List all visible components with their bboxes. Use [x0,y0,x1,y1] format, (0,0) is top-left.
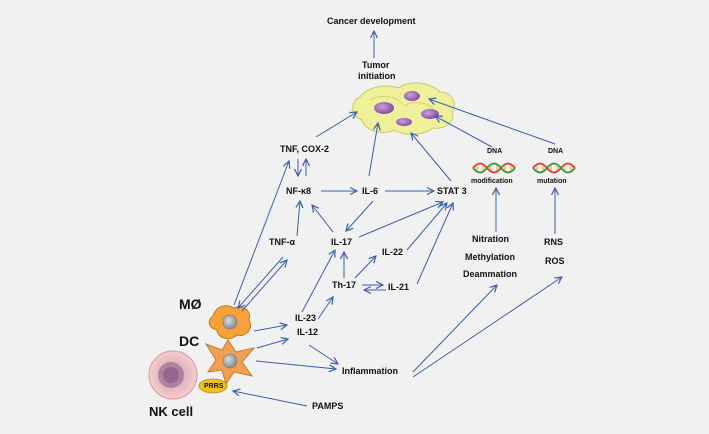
arrow-il23-to-il17 [301,250,335,313]
label-ros: ROS [545,256,565,266]
dna-helix-icon [532,162,576,174]
label-inflammation: Inflammation [342,366,399,376]
arrow-tnf-to-tumor [315,112,357,138]
arrow-stat3-to-tumor [411,133,452,182]
arrow-il17-to-stat3 [358,202,443,238]
label-pamps: PAMPS [312,401,344,411]
label-th17: Th-17 [332,280,357,290]
arrow-dnamut-to-tumor [429,99,556,145]
label-dna-left: DNA [487,148,503,155]
arrow-il21-to-stat3 [416,203,453,285]
arrow-macrophage-to-tnf [233,161,289,306]
label-il17: IL-17 [331,237,353,247]
label-nk-cell: NK cell [149,404,194,419]
arrow-inflammation-to-ros [412,277,562,378]
dendritic-cell-icon [204,339,256,386]
label-tumor: Tumor [362,60,390,70]
label-dna-right: DNA [548,148,564,155]
arrow-pamps-to-prrs [233,391,308,407]
arrow-dc-to-inflammation [255,360,336,369]
arrow-tnfa-to-macrophage [238,256,284,308]
label-nfkb: NF-κ8 [286,186,312,196]
label-nitration: Nitration [472,234,509,244]
label-deammation: Deammation [463,269,518,279]
label-modification: modification [471,178,513,185]
label-il21: IL-21 [388,282,410,292]
label-il23: IL-23 [295,313,317,323]
arrow-il22-to-stat3 [406,203,447,251]
label-rns: RNS [544,237,564,247]
arrow-il12-to-inflammation [308,344,338,364]
arrow-tnfa-to-nfkb [297,201,300,237]
tumor-cells-icon [352,82,455,135]
arrow-il17-to-nfkb [312,205,334,233]
arrow-il6-to-il17 [346,200,374,231]
prrs-badge [198,378,228,394]
arrow-dc-to-il12 [256,339,288,349]
arrow-th17-to-il22 [354,256,376,279]
label-il6: IL-6 [362,186,379,196]
label-il22: IL-22 [382,247,404,257]
label-tnf-alpha: TNF-α [269,237,296,247]
macrophage-icon [208,305,251,340]
label-tnf-cox2: TNF, COX-2 [280,144,330,154]
label-initiation: initiation [358,71,396,81]
pathway-arrows [233,31,562,407]
arrow-inflammation-to-deammation [412,285,497,373]
label-dc: DC [179,333,200,349]
arrow-dnamod-to-tumor [435,116,493,148]
arrow-macrophage-to-il23 [253,325,287,332]
label-il12: IL-12 [297,327,319,337]
label-prrs: PRRS [204,383,224,390]
label-macrophage: MØ [179,296,202,312]
arrow-il23-to-th17 [317,297,333,320]
nk-cell-icon [148,350,198,400]
label-stat3: STAT 3 [437,186,467,196]
dna-helix-icon [472,162,516,174]
label-methylation: Methylation [465,252,516,262]
arrow-macrophage-to-tnfa [241,260,287,312]
label-cancer-development: Cancer development [327,16,416,26]
label-mutation: mutation [537,178,567,185]
arrow-il6-to-tumor [368,123,378,177]
